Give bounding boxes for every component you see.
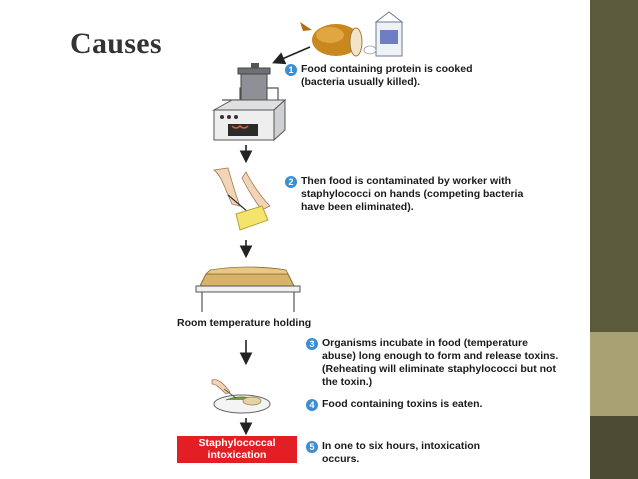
step-number-badge: 3 (306, 338, 318, 350)
step-description: In one to six hours, intoxication occurs… (322, 440, 481, 465)
step-number-badge: 5 (306, 441, 318, 453)
result-box: Staphylococcal intoxication (177, 436, 297, 463)
step-5: 5 In one to six hours, intoxication occu… (306, 440, 480, 466)
slide-title: Causes (70, 27, 162, 60)
step-description: Food containing toxins is eaten. (322, 398, 483, 410)
step-description: Then food is contaminated by worker with… (301, 175, 524, 213)
step-description: Organisms incubate in food (temperature … (322, 337, 559, 388)
step-3: 3 Organisms incubate in food (temperatur… (306, 337, 558, 389)
step-4: 4 Food containing toxins is eaten. (306, 398, 482, 411)
step-number-badge: 2 (285, 176, 297, 188)
arrow-to-stove (272, 46, 311, 65)
plate-and-fork-icon (211, 379, 271, 414)
hands-cutting-cheese-icon (212, 167, 271, 231)
side-band-accent (590, 332, 638, 416)
side-decoration-band (590, 0, 638, 479)
side-band-bottom (590, 416, 638, 479)
step-description: Food containing protein is cooked (bacte… (301, 63, 473, 88)
step-1: 1 Food containing protein is cooked (bac… (285, 63, 473, 89)
step-2: 2 Then food is contaminated by worker wi… (285, 175, 523, 214)
step-number-badge: 1 (285, 64, 297, 76)
holding-label: Room temperature holding (177, 317, 312, 329)
step-number-badge: 4 (306, 399, 318, 411)
turkey-and-milk-icon (300, 11, 404, 57)
stove-pot-icon (212, 63, 287, 142)
baking-tray-on-table-icon (195, 266, 301, 312)
